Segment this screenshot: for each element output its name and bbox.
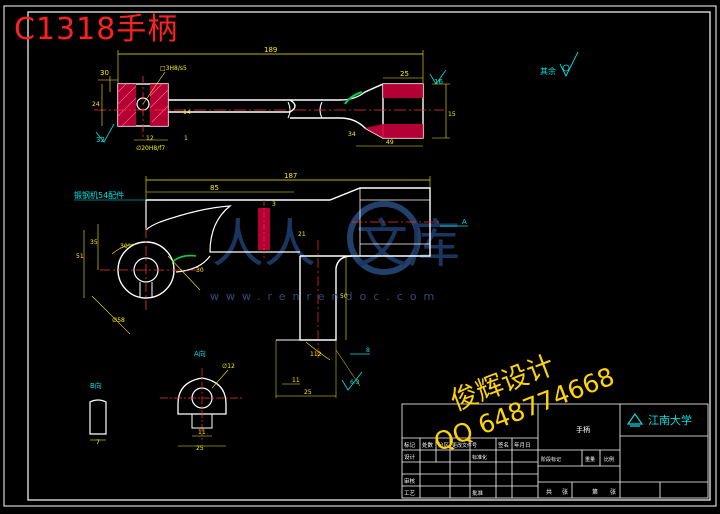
dim-112: 112 bbox=[310, 351, 322, 358]
top-view: 189 25 24 30 ∅20H8/f7 □3H8/s5 14 1 12 15… bbox=[92, 46, 456, 152]
dim-fit-20: ∅20H8/f7 bbox=[136, 145, 165, 152]
tb-review: 审核 bbox=[404, 477, 416, 485]
view-b: B向 7 bbox=[89, 381, 107, 446]
title-block-text: 手柄 江南大学 标记 处数 分区 更改文件号 签名 年月日 设计 标准化 审核 … bbox=[404, 412, 692, 497]
dim-25b: 25 bbox=[304, 389, 312, 396]
tb-scale: 比例 bbox=[604, 456, 614, 463]
tb-no: 第 bbox=[592, 488, 598, 496]
dim-12: 12 bbox=[146, 135, 154, 142]
view-a-label: A向 bbox=[194, 349, 206, 358]
watermark-logo: 人人 文库 bbox=[212, 201, 460, 275]
view-a-marker: A bbox=[462, 218, 467, 226]
dim-14: 14 bbox=[183, 109, 191, 116]
dim-25: 25 bbox=[400, 70, 409, 78]
dim-thread: □3H8/s5 bbox=[160, 65, 187, 72]
tb-sign: 签名 bbox=[498, 441, 509, 449]
dim-35: 35 bbox=[90, 239, 98, 246]
dim-1: 1 bbox=[184, 135, 188, 142]
roughness-note: 其余 bbox=[540, 51, 579, 78]
dim-85: 85 bbox=[210, 184, 219, 192]
tb-stage: 阶段标记 bbox=[541, 456, 561, 463]
watermark-brand-right: 文库 bbox=[356, 215, 460, 275]
tb-zone: 分区 bbox=[438, 441, 450, 449]
outer-frame bbox=[3, 5, 717, 507]
dim-11: 11 bbox=[292, 377, 300, 384]
dim-187: 187 bbox=[284, 172, 297, 180]
tb-change-doc: 更改文件号 bbox=[452, 442, 477, 449]
view-b-label: B向 bbox=[90, 381, 102, 390]
roughness-32-left: 32 bbox=[96, 136, 105, 144]
roughness-63: 6.3 bbox=[350, 379, 360, 386]
roughness-note-text: 其余 bbox=[540, 66, 556, 76]
view-a-dim-12: ∅12 bbox=[222, 363, 235, 370]
drawing-title: C1318手柄 bbox=[14, 12, 179, 47]
dim-30b: 30 bbox=[196, 267, 204, 274]
view-a: A向 ∅12 25 11 bbox=[160, 349, 244, 452]
dim-50: 50 bbox=[340, 293, 348, 300]
school-logo-icon bbox=[626, 412, 644, 427]
tb-process: 工艺 bbox=[404, 490, 416, 497]
dim-15: 15 bbox=[448, 111, 456, 118]
roughness-32-right: 16 bbox=[434, 78, 443, 86]
school-name: 江南大学 bbox=[648, 413, 692, 427]
dim-49: 49 bbox=[386, 139, 394, 146]
dim-3: 3 bbox=[272, 201, 276, 208]
tb-sheet-a: 张 bbox=[562, 488, 568, 496]
dim-34: 34 bbox=[348, 131, 356, 138]
tb-sheet-b: 张 bbox=[610, 488, 616, 496]
tb-date: 年月日 bbox=[514, 441, 531, 449]
tb-count: 处数 bbox=[422, 441, 434, 449]
dim-24: 24 bbox=[92, 101, 100, 108]
tb-approve: 批准 bbox=[472, 489, 484, 497]
dim-21: 21 bbox=[298, 231, 306, 238]
dim-58: ∅58 bbox=[112, 317, 125, 324]
title-block bbox=[401, 403, 709, 499]
dim-189: 189 bbox=[264, 46, 277, 54]
tb-total: 共 bbox=[546, 488, 552, 496]
tb-weight: 重量 bbox=[585, 456, 595, 463]
watermark-url: www.renrendoc.com bbox=[210, 290, 442, 303]
tb-design: 设计 bbox=[404, 453, 416, 461]
view-b-dim-7: 7 bbox=[96, 439, 100, 446]
view-a-dim-25: 25 bbox=[196, 445, 204, 452]
side-view: 187 85 3 21 51 35 30° ∅58 30 50 11 25 11… bbox=[74, 172, 468, 398]
view-a-dim-11: 11 bbox=[198, 429, 206, 436]
dim-8: 8 bbox=[366, 347, 370, 354]
part-note: 锻钢机54配件 bbox=[74, 190, 124, 200]
part-name: 手柄 bbox=[576, 425, 590, 434]
dim-30: 30 bbox=[100, 69, 109, 77]
inner-frame bbox=[27, 11, 711, 501]
tb-mark: 标记 bbox=[404, 441, 416, 449]
tb-standard: 标准化 bbox=[472, 454, 487, 461]
dim-51: 51 bbox=[76, 253, 84, 260]
